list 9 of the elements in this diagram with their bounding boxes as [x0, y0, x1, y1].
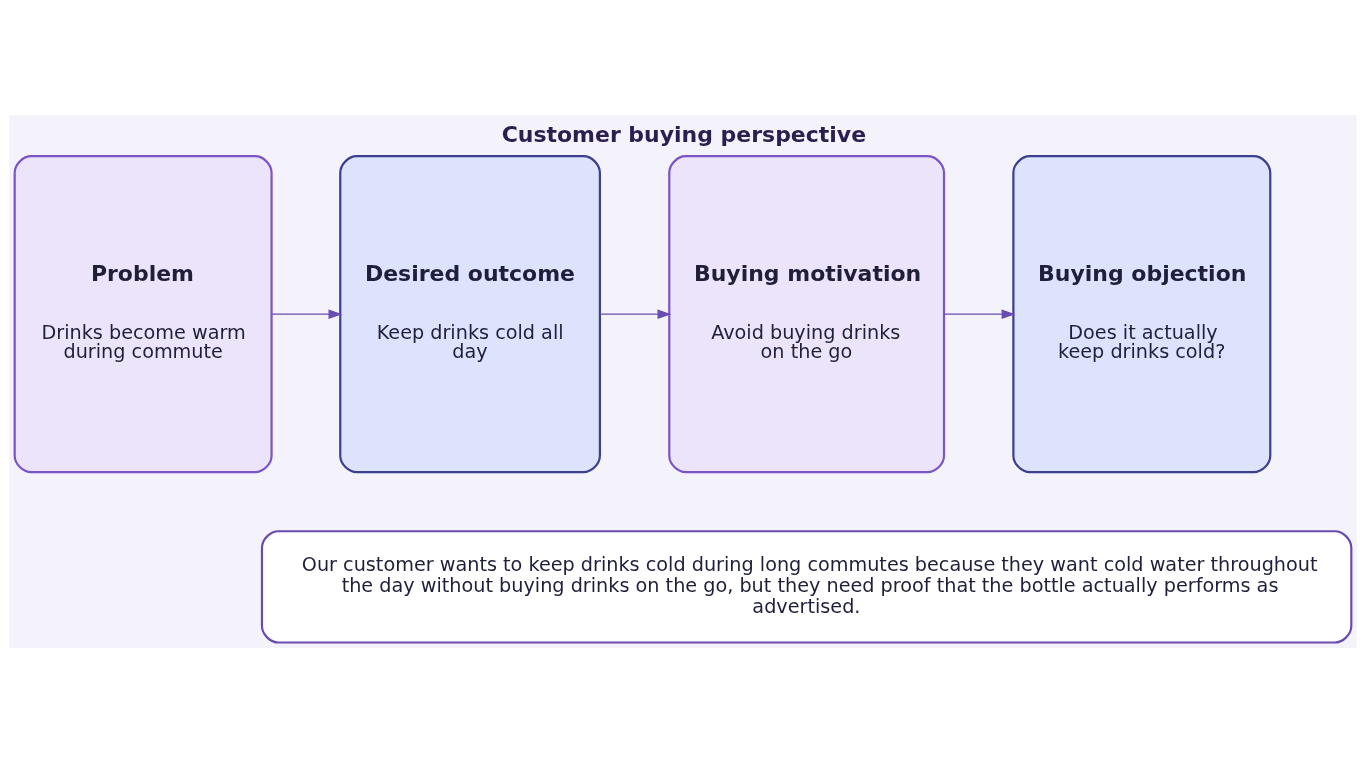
node-box: Buying motivation Avoid buying drinks on the go: [668, 154, 946, 473]
diagram-title: Customer buying perspective: [501, 121, 867, 147]
arrow: [599, 308, 672, 319]
arrow: [271, 308, 343, 319]
arrow: [943, 308, 1016, 319]
node-box: Problem Drinks become warm during commute: [13, 154, 273, 473]
node-box: Desired outcome Keep drinks cold all day: [339, 154, 601, 473]
node-box: Buying objection Does it actually keep drinks cold?: [1012, 154, 1272, 473]
node-box: Our customer wants to keep drinks cold during long commutes because they want cold water throughout the day without buying drinks on the go, but they need proof that the bottle actually performs as advertised.: [260, 529, 1353, 644]
